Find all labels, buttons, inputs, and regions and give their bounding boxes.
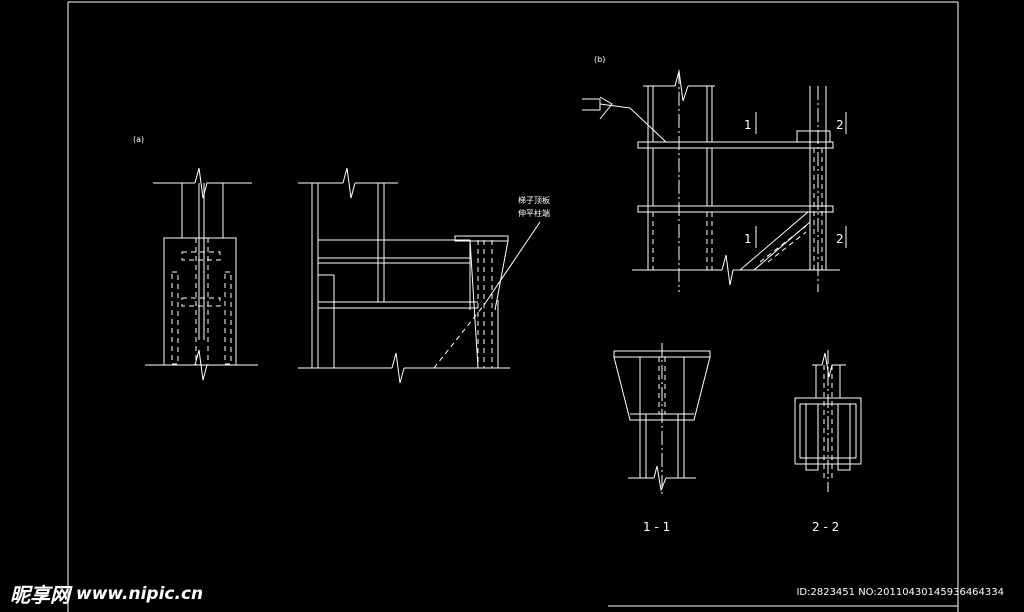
view-a-column-detail [145, 167, 258, 381]
cut-mark-1-bottom: 1 [744, 232, 752, 246]
cut-mark-2-bottom: 2 [836, 232, 844, 246]
drawing-frame [67, 1, 959, 612]
section-2-2: 2 - 2 [794, 350, 862, 534]
cut-mark-2-top: 2 [836, 118, 844, 132]
view-a-ladder-detail: 梯子顶板 伸平柱端 [298, 167, 550, 384]
watermark: 昵享网 www.nipic.cn [10, 579, 203, 608]
section-1-1-caption: 1 - 1 [643, 520, 670, 534]
cut-mark-1-top: 1 [744, 118, 752, 132]
watermark-logo: 昵享网 [10, 583, 70, 607]
section-1-1: 1 - 1 [613, 343, 711, 534]
section-2-2-caption: 2 - 2 [812, 520, 839, 534]
image-id-text: ID:2823451 NO:20110430145936464334 [796, 587, 1004, 598]
view-b-label: (b) [594, 55, 605, 64]
view-b-elevation: 1 2 1 2 [582, 70, 847, 292]
watermark-url: www.nipic.cn [76, 583, 204, 604]
note-text-line2: 伸平柱端 [518, 208, 550, 218]
note-text-line1: 梯子顶板 [518, 195, 550, 205]
view-a-label: (a) [133, 135, 144, 144]
